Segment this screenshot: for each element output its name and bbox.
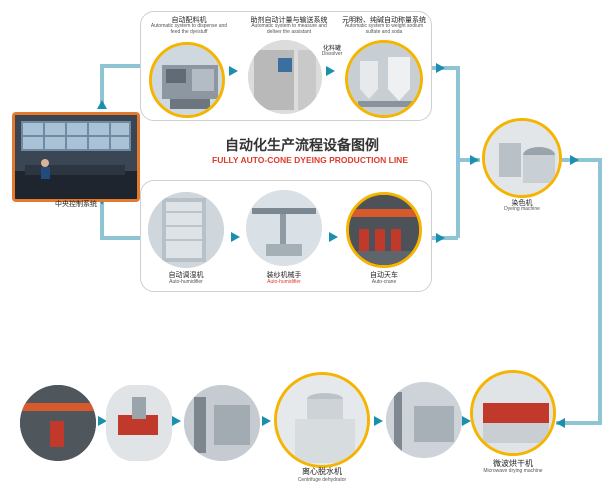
bottom-step-3-title: 自动天车 — [370, 272, 398, 279]
centrifuge-photo — [274, 372, 370, 468]
top-step-2-title: 助剂自动计量与输送系统 — [250, 17, 328, 24]
lower-line-crane-photo — [20, 385, 96, 461]
top-step-3-title: 元明粉、纯碱自动称量系统 — [342, 17, 426, 24]
arrow-right-icon — [436, 63, 445, 73]
arrow-right-icon — [98, 416, 107, 426]
auto-dispenser-photo — [149, 42, 225, 118]
dissolver-tag-en: Dissolver — [321, 51, 343, 57]
lower-line-transfer-photo — [106, 385, 172, 461]
connector-top-left — [102, 64, 142, 68]
connector-bottom-left — [100, 196, 104, 238]
connector-top-left-vertical — [100, 64, 104, 108]
auto-humidifier-photo — [148, 192, 224, 268]
arrow-right-icon — [229, 66, 238, 76]
connector-dyeing-right — [562, 158, 602, 162]
bottom-step-1-title: 自动调湿机 — [168, 272, 204, 279]
bottom-step-2-desc: Auto-humidifier — [267, 279, 301, 285]
lower-line-loader-photo — [184, 385, 260, 461]
lower-line-press-photo — [386, 382, 462, 458]
connector-to-dyeing — [458, 158, 480, 162]
top-step-1-title: 自动配料机 — [171, 17, 207, 24]
top-step-1-desc: Automatic system to dispense and feed th… — [150, 23, 228, 35]
arrow-right-icon — [172, 416, 181, 426]
arrow-right-icon — [570, 155, 579, 165]
central-control-photo — [12, 112, 140, 202]
arrow-right-icon — [436, 233, 445, 243]
yarn-loading-robot-photo — [246, 190, 322, 266]
arrow-right-icon — [462, 416, 471, 426]
bottom-step-2-title: 装纱机械手 — [266, 272, 302, 279]
auto-crane-photo — [346, 192, 422, 268]
diagram-title-en: FULLY AUTO-CONE DYEING PRODUCTION LINE — [212, 155, 408, 165]
arrow-right-icon — [329, 232, 338, 242]
sulfate-soda-weigher-photo — [345, 40, 423, 118]
arrow-right-icon — [231, 232, 240, 242]
connector-right-down — [598, 158, 602, 423]
diagram-title-zh: 自动化生产流程设备图例 — [225, 137, 379, 153]
arrow-right-icon — [326, 66, 335, 76]
microwave-dryer-label: 微波烘干机 — [493, 459, 533, 468]
microwave-dryer-photo — [470, 370, 556, 456]
arrow-right-icon — [470, 155, 479, 165]
arrow-left-icon — [556, 418, 565, 428]
dyeing-machine-label: 染色机 — [511, 200, 533, 207]
centrifuge-desc: Centrifuge dehydrator — [297, 477, 347, 483]
connector-to-microwave — [556, 421, 602, 425]
bottom-step-3-desc: Auto-crane — [371, 279, 397, 285]
microwave-dryer-desc: Microwave drying machine — [483, 468, 543, 474]
dyeing-machine-desc: Dyeing machine — [504, 206, 540, 212]
centrifuge-label: 离心脱水机 — [302, 467, 342, 476]
central-control-label: 中央控制系统 — [55, 201, 97, 208]
connector-right-vertical — [456, 66, 460, 238]
top-step-3-desc: Automatic system to weight sodium sulfat… — [344, 23, 424, 35]
dyeing-machine-photo — [482, 118, 562, 198]
top-step-2-desc: Automatic system to measure and deliver … — [251, 23, 327, 35]
connector-bottom-left-horizontal — [100, 236, 142, 240]
bottom-step-1-desc: Auto-humidifier — [169, 279, 203, 285]
arrow-right-icon — [374, 416, 383, 426]
assistant-dispenser-photo — [248, 40, 322, 114]
arrow-up-icon — [97, 100, 107, 109]
arrow-right-icon — [262, 416, 271, 426]
dissolver-tag-zh: 化料罐 — [322, 46, 341, 52]
